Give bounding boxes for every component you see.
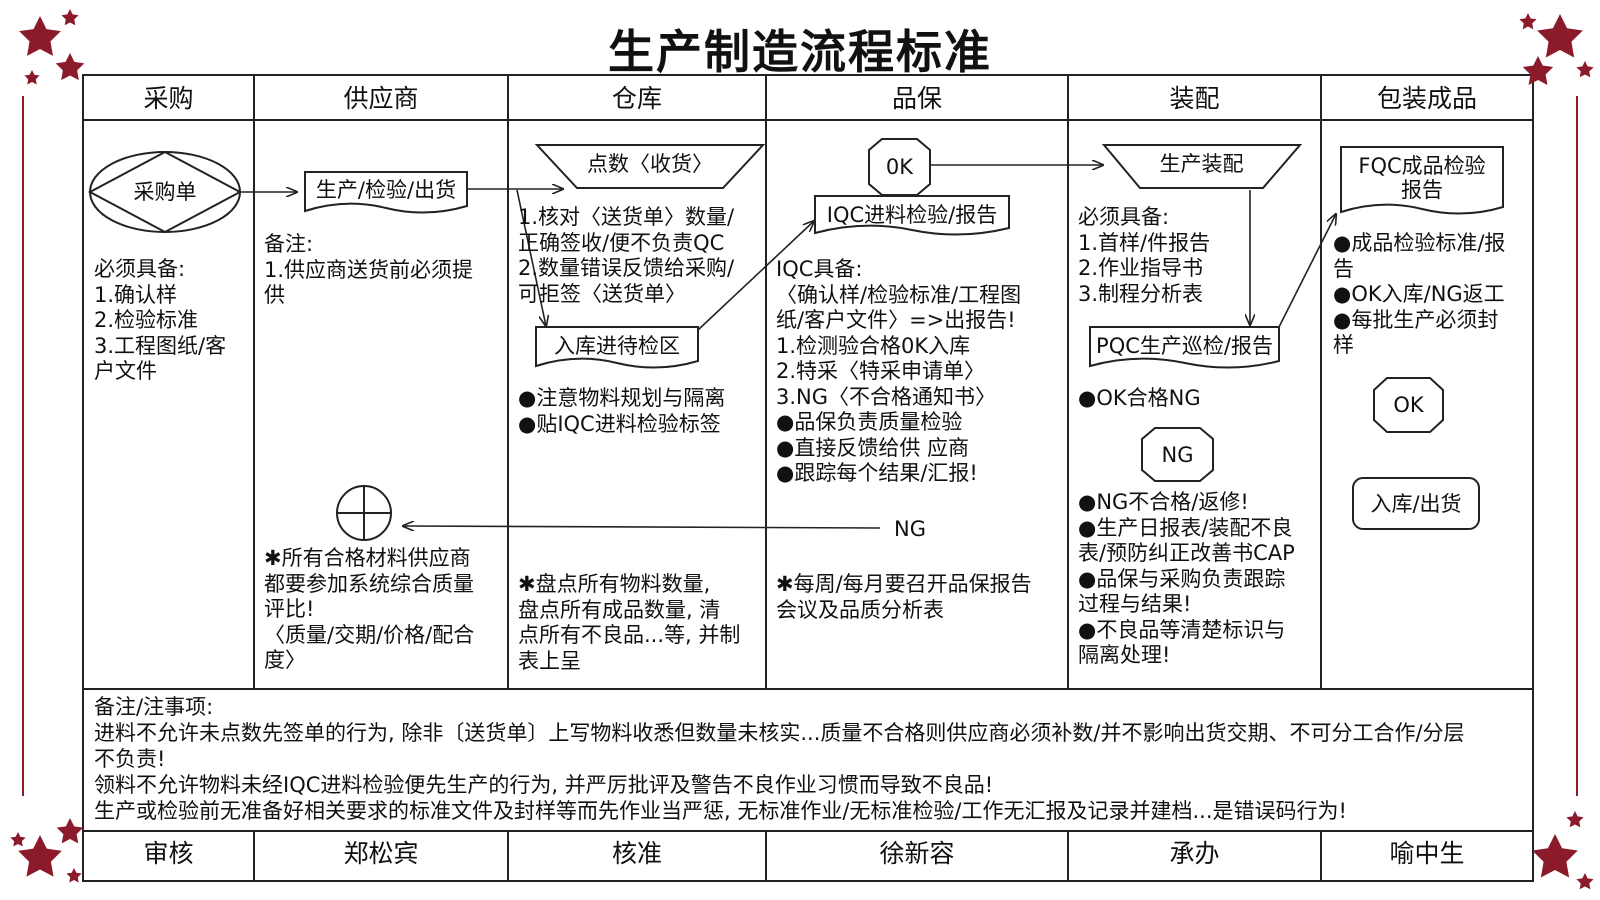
header-qa: 品保 — [767, 78, 1067, 120]
purchase-requirements: 必须具备: 1.确认样 2.检验标准 3.工程图纸/客 户文件 — [94, 257, 252, 385]
footer-approve-label: 核准 — [509, 833, 765, 875]
header-assembly: 装配 — [1069, 78, 1320, 120]
supplier-production-label: 生产/检验/出货 — [305, 178, 467, 202]
warehouse-bullets: ●注意物料规划与隔离 ●贴IQC进料检验标签 — [518, 386, 764, 437]
header-supplier: 供应商 — [255, 78, 507, 120]
footer-reviewer-name: 郑松宾 — [255, 833, 507, 875]
notes-section: 备注/注事项: 进料不允许未点数先签单的行为, 除非〔送货单〕上写物料收悉但数量… — [94, 694, 1534, 824]
packing-ok-label: OK — [1374, 393, 1443, 417]
right-decor-line — [1576, 96, 1578, 796]
left-decor-line — [22, 96, 24, 796]
receive-label: 点数〈收货〉 — [577, 152, 723, 176]
footer-approver-name: 徐新容 — [767, 833, 1067, 875]
qa-ok-label: 0K — [869, 155, 930, 179]
footer-handler-name: 喻中生 — [1322, 833, 1532, 875]
notes-divider — [82, 688, 1534, 690]
col-divider-5 — [1320, 74, 1322, 688]
assembly-label: 生产装配 — [1140, 152, 1263, 176]
footer-divider — [82, 830, 1534, 832]
header-purchase: 采购 — [84, 78, 253, 120]
header-packing: 包装成品 — [1322, 78, 1532, 120]
iqc-label: IQC进料检验/报告 — [815, 203, 1009, 227]
packing-bullets: ●成品检验标准/报 告 ●OK入库/NG返工 ●每批生产必须封 样 — [1333, 231, 1531, 359]
supplier-evaluation: ✱所有合格材料供应商 都要参加系统综合质量 评比! 〈质量/交期/价格/配合 度… — [264, 546, 504, 674]
header-warehouse: 仓库 — [509, 78, 765, 120]
assembly-okng: ●OK合格NG — [1078, 386, 1318, 412]
purchase-order-label: 采购单 — [120, 180, 210, 204]
warehouse-steps: 1.核对〈送货单〉数量/ 正确签收/便不负责QC 2.数量错误反馈给采购/ 可拒… — [518, 205, 764, 307]
fqc-label: FQC成品检验 报告 — [1341, 154, 1503, 202]
col-divider-3 — [765, 74, 767, 688]
assembly-bullets: ●NG不合格/返修! ●生产日报表/装配不良 表/预防纠正改善书CAP ●品保与… — [1078, 490, 1318, 669]
page-title: 生产制造流程标准 — [0, 16, 1600, 82]
qa-ng-label: NG — [880, 517, 940, 541]
pending-area-label: 入库进待检区 — [536, 334, 698, 358]
supplier-note: 备注: 1.供应商送货前必须提 供 — [264, 232, 504, 309]
assembly-ng-label: NG — [1142, 443, 1213, 467]
footer-handler-label: 承办 — [1069, 833, 1320, 875]
assembly-requirements: 必须具备: 1.首样/件报告 2.作业指导书 3.制程分析表 — [1078, 205, 1318, 307]
qa-meeting: ✱每周/每月要召开品保报告 会议及品质分析表 — [776, 572, 1066, 623]
footer-review-label: 审核 — [84, 833, 253, 875]
col-divider-4 — [1067, 74, 1069, 688]
pqc-label: PQC生产巡检/报告 — [1090, 334, 1279, 358]
col-divider-2 — [507, 74, 509, 688]
ship-label: 入库/出货 — [1353, 492, 1479, 516]
warehouse-inventory: ✱盘点所有物料数量, 盘点所有成品数量, 清 点所有不良品...等, 并制 表上… — [518, 572, 764, 674]
qa-details: IQC具备: 〈确认样/检验标准/工程图 纸/客户文件〉=>出报告! 1.检测验… — [776, 257, 1066, 487]
col-divider-1 — [253, 74, 255, 688]
